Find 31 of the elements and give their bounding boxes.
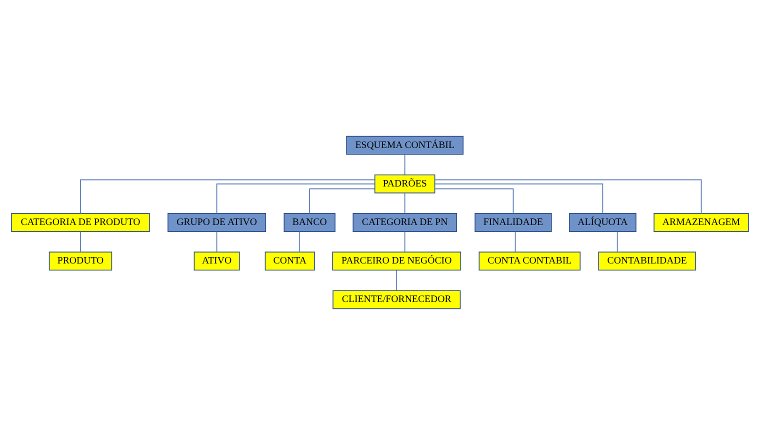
connector: [298, 231, 300, 252]
node-box: CONTA: [264, 252, 315, 271]
connector: [434, 188, 514, 214]
connector: [514, 231, 516, 252]
connector: [434, 179, 702, 214]
node-box: FINALIDADE: [474, 213, 552, 232]
connector: [309, 188, 376, 214]
node-box: PRODUTO: [48, 252, 112, 271]
node-box: PARCEIRO DE NEGÓCIO: [332, 252, 462, 271]
connector: [404, 231, 406, 252]
node-box: ARMAZENAGEM: [654, 213, 749, 232]
node-box: GRUPO DE ATIVO: [168, 213, 266, 232]
connector: [616, 231, 618, 252]
node-box: ATIVO: [194, 252, 240, 271]
node-box: ESQUEMA CONTÁBIL: [346, 136, 464, 155]
node-box: CONTABILIDADE: [598, 252, 696, 271]
node-box: BANCO: [284, 213, 336, 232]
connector: [80, 231, 81, 252]
node-box: CATEGORIA DE PN: [352, 213, 457, 232]
node-box: CONTA CONTABIL: [478, 252, 581, 271]
connector: [80, 179, 376, 214]
connector: [396, 270, 398, 291]
connector: [216, 231, 218, 252]
node-box: CLIENTE/FORNECEDOR: [332, 290, 461, 310]
connector: [404, 192, 406, 214]
node-box: PADRÕES: [374, 174, 436, 194]
connector: [216, 184, 376, 214]
node-box: CATEGORIA DE PRODUTO: [11, 213, 150, 232]
connector: [404, 154, 406, 176]
connector: [434, 184, 604, 214]
node-box: ALÍQUOTA: [569, 213, 636, 232]
